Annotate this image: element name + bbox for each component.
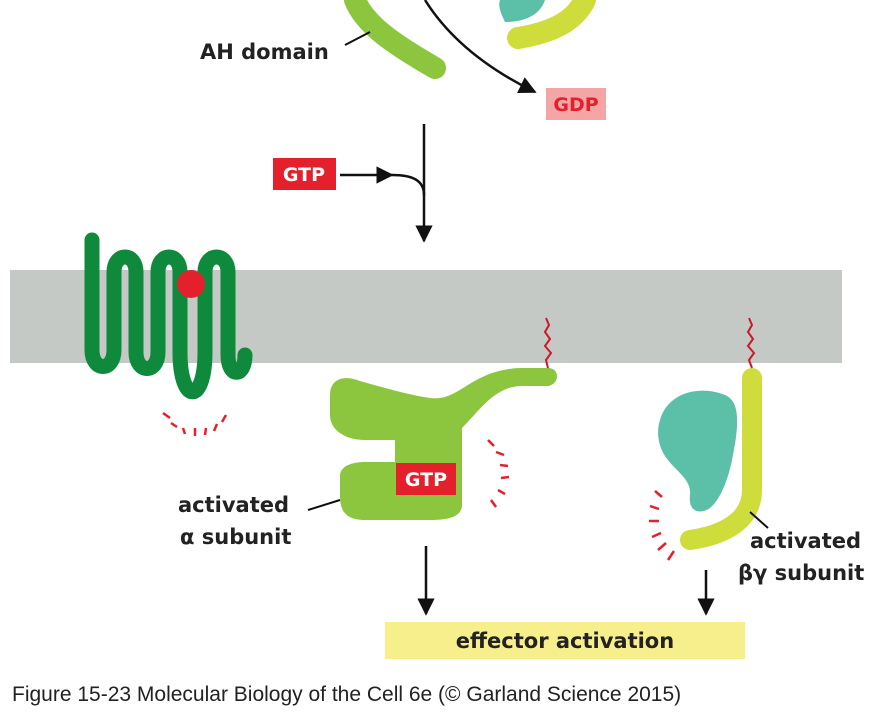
gdp-label: GDP [553, 94, 598, 116]
gamma-lipid-anchor [746, 317, 756, 369]
ah-domain-shape [344, 0, 446, 79]
bg-activation-spikes [649, 490, 676, 561]
beta-subunit-shape [658, 390, 738, 512]
effector-box [385, 622, 745, 659]
figure-caption: Figure 15-23 Molecular Biology of the Ce… [12, 683, 681, 706]
gtp-box-alpha [396, 463, 456, 495]
gamma-subunit-shape [680, 368, 762, 550]
plasma-membrane [10, 270, 842, 363]
gdp-release-arrow [423, 0, 537, 94]
alpha-subunit-shape [330, 368, 557, 520]
bg-label-pointer [749, 511, 769, 529]
gtp-merge-curve [391, 173, 426, 196]
ligand-dot [177, 270, 205, 298]
beta-subunit-top [499, 0, 545, 22]
ah-domain-label: AH domain [200, 40, 329, 64]
gtp-box-top [273, 158, 336, 190]
alpha-label-line2: α subunit [180, 525, 291, 549]
gtp-label-alpha: GTP [405, 469, 447, 491]
alpha-lipid-anchor [543, 317, 553, 369]
bg-label-line1: activated [750, 529, 861, 553]
gdp-box [546, 88, 606, 120]
gtp-label-top: GTP [283, 164, 325, 186]
receptor-activation-spikes [162, 411, 228, 436]
bg-label-line2: βγ subunit [738, 561, 864, 585]
receptor-shape [84, 232, 253, 400]
alpha-label-line1: activated [178, 493, 289, 517]
alpha-label-pointer [307, 499, 341, 511]
gamma-subunit-top [507, 0, 596, 49]
effector-label: effector activation [456, 629, 674, 653]
ah-domain-pointer [344, 31, 371, 46]
alpha-activation-spikes [487, 439, 510, 508]
